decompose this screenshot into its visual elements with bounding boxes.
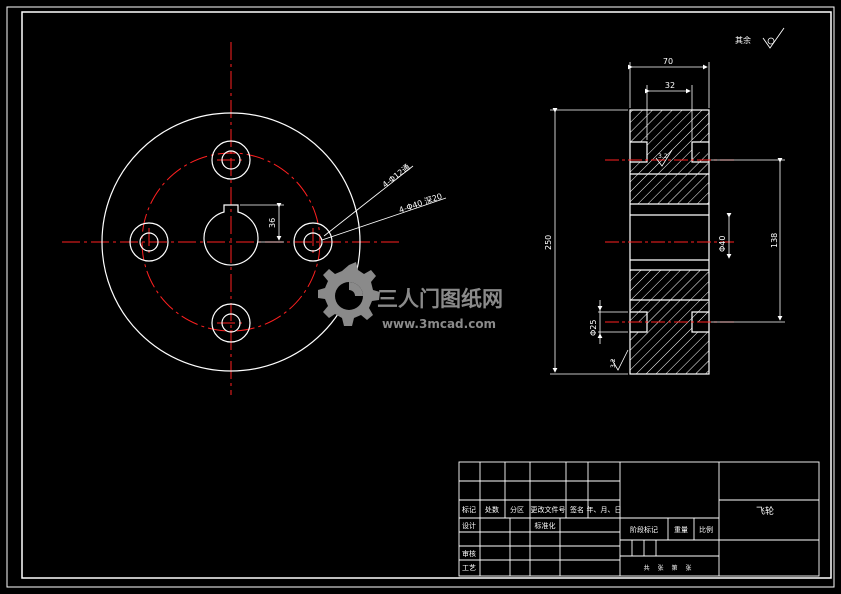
dim-250: 250 bbox=[544, 235, 553, 250]
watermark: 三人门图纸网 www.3mcad.com bbox=[318, 262, 503, 331]
bolt-holes bbox=[129, 140, 333, 343]
dim-138: 138 bbox=[770, 233, 779, 248]
section-hatch bbox=[630, 110, 709, 374]
dim-32: 32 bbox=[665, 81, 675, 90]
tb-label-change: 更改文件号 bbox=[531, 505, 566, 514]
tb-review: 审核 bbox=[462, 549, 476, 558]
tb-label-zone: 分区 bbox=[510, 505, 524, 514]
watermark-brand: 三人门图纸网 bbox=[377, 287, 503, 311]
dim-phi25: Φ25 bbox=[589, 320, 598, 336]
dim-70: 70 bbox=[663, 57, 673, 66]
roughness-inner: 3.2 bbox=[658, 153, 668, 160]
tb-stage-mark: 阶段标记 bbox=[630, 525, 658, 534]
roughness-left: 3.2 bbox=[610, 358, 617, 368]
tb-label-date: 年、月、日 bbox=[587, 505, 622, 514]
title-block: 标记 处数 分区 更改文件号 签名 年、月、日 设计 标准化 阶段标记 重量 比… bbox=[458, 461, 820, 577]
flywheel-outer-circle bbox=[101, 112, 361, 372]
dim-bore: Φ40 bbox=[718, 236, 727, 252]
tb-standardize: 标准化 bbox=[535, 521, 556, 530]
inner-border bbox=[21, 11, 832, 579]
tb-design: 设计 bbox=[462, 521, 476, 530]
tb-process: 工艺 bbox=[462, 564, 476, 572]
tb-weight: 重量 bbox=[674, 526, 688, 534]
side-centerlines bbox=[605, 159, 735, 323]
callout-leaders bbox=[321, 165, 447, 241]
side-dimensions bbox=[550, 62, 785, 375]
front-view: 36 4-Φ12通 4-Φ40 深20 bbox=[62, 42, 447, 395]
tb-label-sign: 签名 bbox=[570, 505, 584, 514]
keyway-dim-text: 36 bbox=[268, 218, 277, 228]
surface-note-text: 其余 bbox=[735, 35, 751, 45]
tb-scale: 比例 bbox=[699, 525, 713, 534]
bolt-callout: 4-Φ12通 bbox=[380, 162, 412, 190]
tb-part-name: 飞轮 bbox=[756, 505, 774, 517]
gear-icon bbox=[318, 262, 380, 326]
surface-finish-note: 其余 bbox=[735, 27, 785, 49]
side-view: 70 32 250 138 Φ40 Φ25 3.2 3.2 bbox=[544, 57, 785, 375]
watermark-url: www.3mcad.com bbox=[382, 317, 496, 331]
hole-callout: 4-Φ40 深20 bbox=[398, 192, 444, 215]
keyway-dimension bbox=[240, 203, 284, 243]
outer-border bbox=[6, 6, 835, 588]
tb-label-count: 处数 bbox=[485, 505, 499, 514]
tb-label-mark: 标记 bbox=[462, 505, 476, 514]
bore-keyway bbox=[203, 204, 259, 266]
tb-sheet-info: 共 张 第 张 bbox=[644, 564, 695, 572]
